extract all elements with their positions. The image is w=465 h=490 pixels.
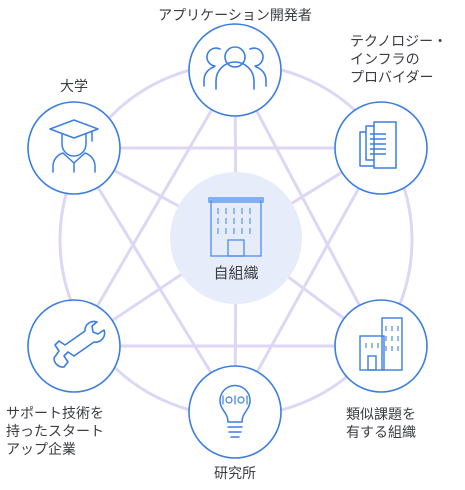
label-line: 有する組織: [346, 425, 416, 441]
label-research-institute: 研究所: [185, 465, 285, 483]
center-circle: [170, 172, 302, 304]
node-tech-infra-provider: [334, 101, 428, 195]
node-app-developer: [188, 23, 282, 117]
node-university: [27, 101, 121, 195]
label-startup: サポート技術を 持ったスタート アップ企業: [6, 405, 104, 459]
label-line: テクノロジー・: [350, 34, 448, 50]
center-label: 自組織: [213, 264, 259, 282]
label-line: インフラの: [350, 52, 420, 68]
label-line: アプリケーション開発者: [158, 8, 312, 24]
cross-connector: [72, 69, 237, 347]
label-line: 類似課題を: [346, 407, 416, 423]
cross-connector: [233, 69, 383, 347]
documents-stack-icon: [359, 121, 397, 169]
label-tech-infra-provider: テクノロジー・ インフラの プロバイダー: [350, 33, 447, 87]
center-node: [170, 172, 302, 304]
node-similar-organization: [334, 299, 428, 393]
office-building-icon: [208, 197, 264, 257]
cross-connector: [233, 147, 383, 413]
label-line: 大学: [60, 79, 88, 95]
label-university: 大学: [34, 78, 114, 96]
cross-connector: [72, 147, 237, 413]
node-research-institute: [188, 365, 282, 459]
label-similar-organization: 類似課題を 有する組織: [346, 406, 416, 442]
label-line: 研究所: [214, 466, 256, 482]
label-line: プロバイダー: [350, 70, 434, 86]
label-line: アップ企業: [6, 442, 76, 458]
node-startup: [27, 299, 121, 393]
label-line: 持ったスタート: [6, 424, 104, 440]
people-group-icon: [203, 46, 267, 90]
wrench-icon: [53, 320, 106, 368]
label-line: サポート技術を: [6, 406, 104, 422]
lightbulb-icon: [219, 384, 251, 438]
buildings-icon: [359, 317, 403, 371]
label-app-developer: アプリケーション開発者: [130, 7, 340, 25]
graduate-icon: [49, 119, 99, 173]
